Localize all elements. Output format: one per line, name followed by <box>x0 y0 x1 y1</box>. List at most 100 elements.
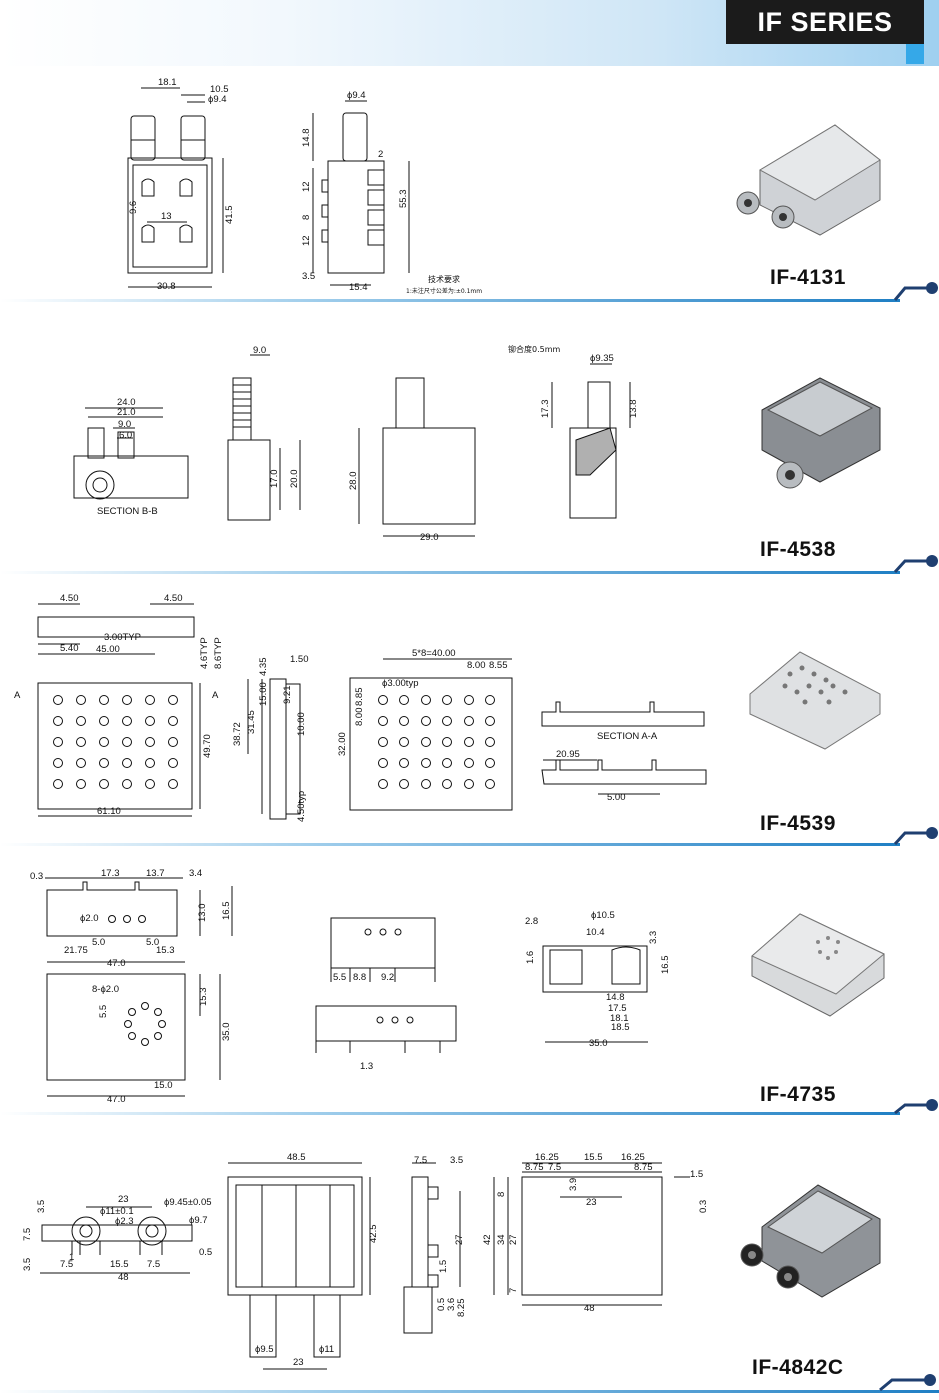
dim-label: 7.5 <box>60 1259 73 1270</box>
dim-label: 4.50 <box>164 593 183 604</box>
page-title: IF SERIES <box>726 0 924 44</box>
dim-label: ϕ3.00typ <box>382 678 418 689</box>
separator-4 <box>0 1099 938 1115</box>
dim-label: ϕ9.4 <box>347 90 366 101</box>
dim-label: 17.3 <box>540 400 551 419</box>
dim-label: 29.0 <box>420 532 439 543</box>
dim-label: 10.5 <box>210 84 229 95</box>
dim-label: 8.25 <box>456 1299 467 1318</box>
dim-label: 17.0 <box>269 470 280 489</box>
dim-label: 12 <box>301 181 312 192</box>
dim-label: 38.72 <box>232 722 243 746</box>
dim-label: 4.50 <box>60 593 79 604</box>
dim-label: 13.8 <box>628 400 639 419</box>
dim-label: 15.3 <box>198 988 209 1007</box>
dim-label: ϕ11 <box>319 1344 334 1355</box>
dim-label: 10.4 <box>586 927 605 938</box>
dim-label: 8-ϕ2.0 <box>92 984 119 995</box>
dim-label: 35.0 <box>589 1038 608 1049</box>
dim-label: 5.0 <box>146 937 159 948</box>
dim-label: 55.3 <box>398 190 409 209</box>
product-image-if4539 <box>749 651 881 750</box>
section-if4539-drawing: 4.50 4.50 3.00TYP 5.40 45.00 4.6TYP 8.6T… <box>14 593 881 822</box>
dim-label: 1.50 <box>290 654 309 665</box>
dim-label: 8.8 <box>353 972 366 983</box>
dim-label: 1 <box>69 1252 74 1263</box>
dim-label: 15.5 <box>584 1152 603 1163</box>
hole-grid-right <box>378 695 495 789</box>
dim-label: 15.3 <box>156 945 175 956</box>
dim-label: 35.0 <box>221 1023 232 1042</box>
dim-label: 3.00TYP <box>104 632 141 643</box>
dim-label: 42 <box>482 1234 493 1245</box>
dim-label: 7.5 <box>147 1259 160 1270</box>
dim-label: 48.5 <box>287 1152 306 1163</box>
dim-label: 9.6 <box>128 201 139 214</box>
dim-label: 8.75 <box>634 1162 653 1173</box>
dim-label: 13 <box>161 211 172 222</box>
product-image-if4735 <box>751 913 885 1017</box>
dim-label: 16.25 <box>535 1152 559 1163</box>
dim-label: ϕ9.4 <box>208 94 227 105</box>
dim-label: 0.3 <box>30 871 43 882</box>
dim-label: 34 <box>496 1234 507 1245</box>
dim-label: ϕ11±0.1 <box>100 1206 134 1217</box>
dim-label: 2 <box>378 149 383 160</box>
dim-label: 13.0 <box>197 904 208 923</box>
dim-label: 0.5 <box>199 1247 212 1258</box>
technical-note-text: 1:未注尺寸公差为:±0.1mm <box>406 287 482 295</box>
model-label-if4842c: IF-4842C <box>752 1356 844 1379</box>
dim-label: 8.6TYP <box>213 637 224 669</box>
dim-label: 41.5 <box>224 206 235 225</box>
section-marker-left: A <box>14 690 21 701</box>
dim-label: 7.5 <box>548 1162 561 1173</box>
dim-label: 21.75 <box>64 945 88 956</box>
tolerance-note: 铆合度0.5mm <box>508 344 561 354</box>
dim-label: 10.00 <box>296 712 307 736</box>
dim-label: 31.45 <box>246 710 257 734</box>
dim-label: 3.6 <box>446 1298 457 1311</box>
dim-label: 9.0 <box>253 345 266 356</box>
dim-label: 5.5 <box>98 1005 109 1018</box>
dim-label: 16.5 <box>221 902 232 921</box>
section-if4131-drawing: 18.1 10.5 ϕ9.4 9.6 13 41.5 30.8 ϕ9.4 14.… <box>127 77 881 295</box>
dim-label: 1.5 <box>690 1169 703 1180</box>
product-image-if4131 <box>736 124 881 236</box>
dim-label: 5.5 <box>333 972 346 983</box>
dim-label: 4.6TYP <box>199 637 210 669</box>
section-if4735-drawing: 0.3 17.3 13.7 3.4 ϕ2.0 13.0 16.5 5.0 5.0… <box>30 868 885 1105</box>
dim-label: 17.5 <box>608 1003 627 1014</box>
separator-1 <box>0 282 938 302</box>
dim-label: 21.0 <box>117 407 136 418</box>
dim-label: 3.5 <box>450 1155 463 1166</box>
dim-label: ϕ9.7 <box>189 1215 208 1226</box>
top-view-body <box>37 682 193 810</box>
dim-label: 6.0 <box>119 430 132 441</box>
dim-label: 1.5 <box>438 1260 449 1273</box>
dim-label: 48 <box>584 1303 595 1314</box>
section-label-aa: SECTION A-A <box>597 731 658 742</box>
dim-label: 3.3 <box>648 931 659 944</box>
dim-label: 9.21 <box>282 686 293 705</box>
separator-3 <box>0 827 938 846</box>
dim-label: 32.00 <box>337 732 348 756</box>
dim-label: 8 <box>496 1192 507 1197</box>
model-label-if4131: IF-4131 <box>770 266 846 289</box>
separator-5 <box>0 1374 939 1393</box>
dim-label: 61.10 <box>97 806 121 817</box>
dim-label: 42.5 <box>368 1225 379 1244</box>
dim-label: 9.0 <box>118 419 131 430</box>
dim-label: ϕ2.0 <box>80 913 99 924</box>
dim-label: 12 <box>301 235 312 246</box>
dim-label: 23 <box>293 1357 304 1368</box>
dim-label: 8 <box>301 215 312 220</box>
dim-label: 8.75 <box>525 1162 544 1173</box>
dim-label: 15.00 <box>258 682 269 706</box>
dim-label: 30.8 <box>157 281 176 292</box>
dim-label: 15.4 <box>349 282 368 293</box>
model-label-if4735: IF-4735 <box>760 1083 836 1106</box>
dim-label: 8.00 <box>354 708 365 727</box>
dim-label: 15.0 <box>154 1080 173 1091</box>
dim-label: 18.5 <box>611 1022 630 1033</box>
